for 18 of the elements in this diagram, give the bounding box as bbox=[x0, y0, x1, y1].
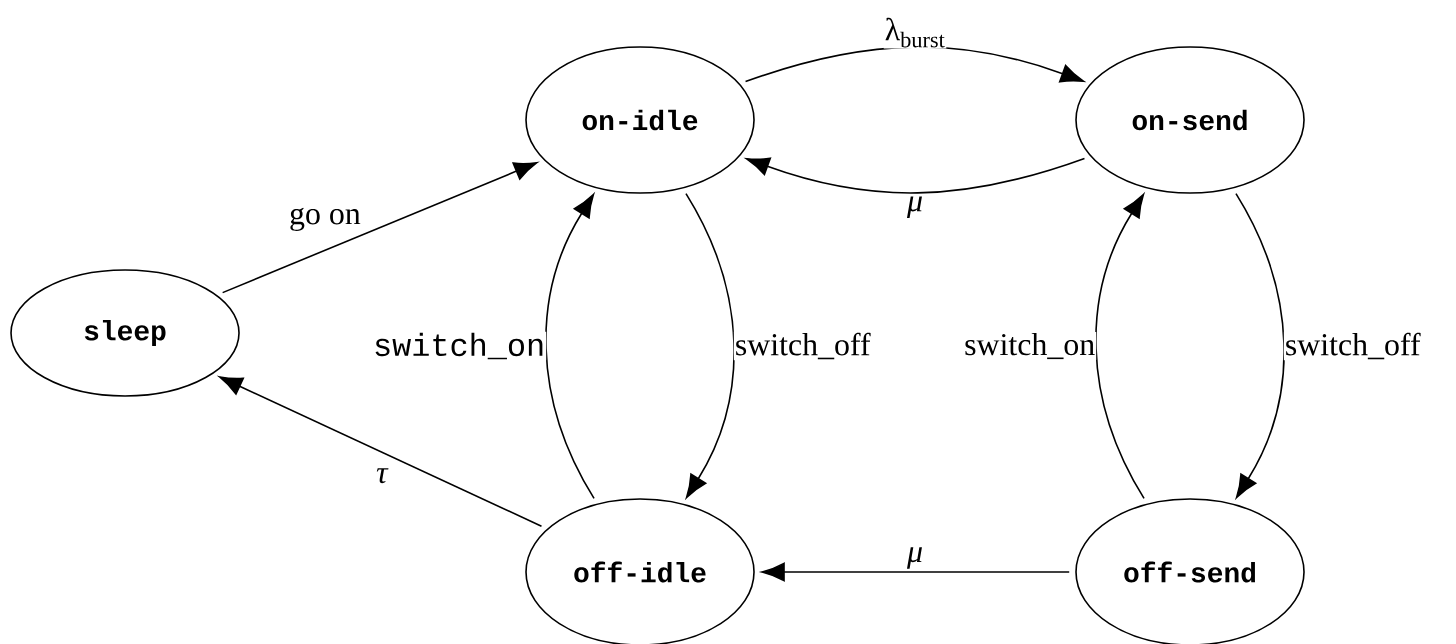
edge-label: μ bbox=[906, 195, 924, 220]
edge-label: μ bbox=[906, 546, 924, 570]
arrow bbox=[745, 157, 1086, 194]
edge-label: go on bbox=[288, 206, 362, 232]
edge-label: τ bbox=[375, 467, 389, 485]
edge-label: switch_off bbox=[1283, 331, 1422, 361]
arrow bbox=[218, 376, 543, 528]
arrow bbox=[545, 193, 595, 500]
arrow bbox=[744, 46, 1085, 83]
edge-label: switch_on bbox=[372, 331, 547, 361]
arrow bbox=[221, 161, 538, 294]
arrow bbox=[685, 192, 735, 499]
edge-label: λ$_{burst}$ bbox=[883, 16, 947, 49]
arrow bbox=[1095, 193, 1145, 500]
arrow bbox=[761, 562, 1070, 582]
arrow bbox=[1235, 192, 1285, 499]
edge-label: switch_off bbox=[733, 331, 872, 361]
edge-label: switch_on bbox=[963, 331, 1097, 361]
